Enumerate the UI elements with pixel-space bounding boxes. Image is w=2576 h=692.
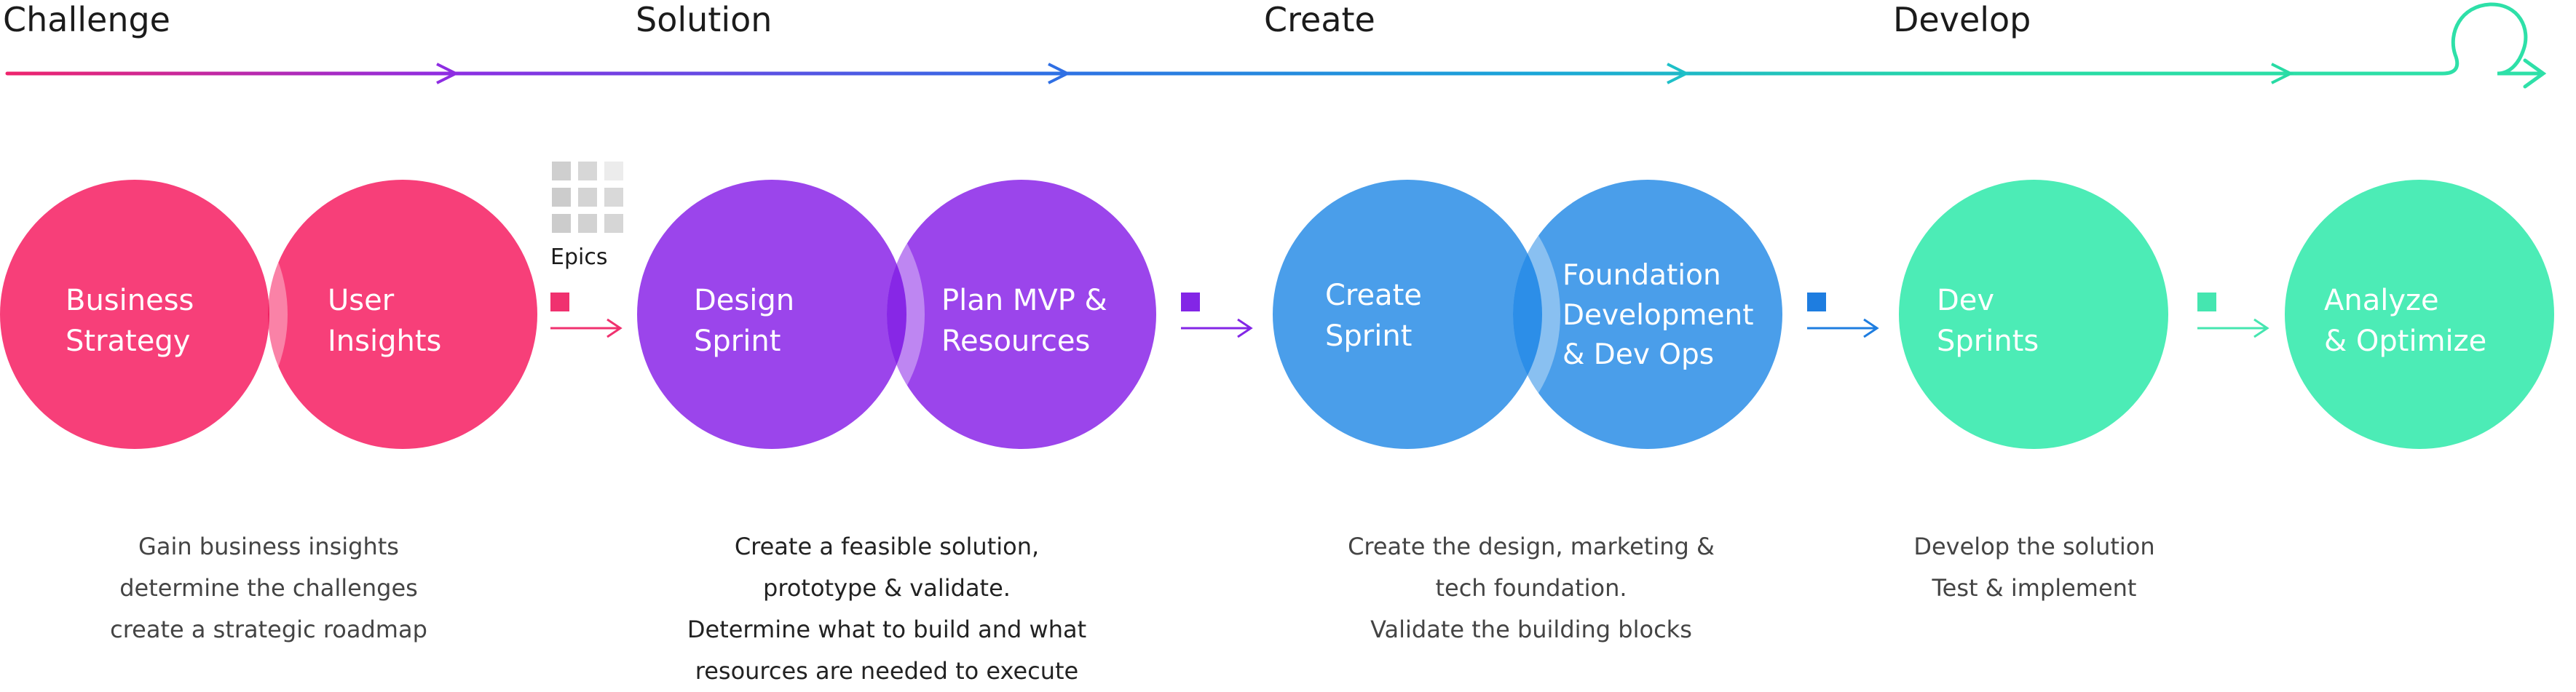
circle-design-sprint: [637, 180, 906, 449]
description-line: create a strategic roadmap: [110, 616, 427, 643]
connector-4: [2197, 293, 2269, 338]
arrow-right-icon: [1863, 318, 1879, 338]
description-line: Gain business insights: [138, 533, 399, 560]
arrow-right-icon: [2253, 318, 2269, 338]
phase-title-challenge: Challenge: [3, 0, 170, 39]
description-solution: Create a feasible solution, prototype & …: [668, 526, 1105, 692]
description-line: resources are needed to execute: [695, 657, 1079, 685]
circle-label-create-sprint: Create Sprint: [1325, 279, 1422, 353]
epics-label: Epics: [550, 244, 608, 270]
phase-title-create: Create: [1264, 0, 1375, 39]
stage-1-circles: [0, 180, 537, 449]
description-develop: Develop the solution Test & implement: [1874, 526, 2194, 609]
connector-3: [1807, 293, 1879, 338]
description-line: prototype & validate.: [763, 574, 1011, 602]
circle-label-analyze-optimize: Analyze & Optimize: [2324, 284, 2487, 358]
loop-arrow-icon: [2441, 2, 2547, 89]
circle-label-plan-mvp: Plan MVP & Resources: [941, 284, 1107, 358]
phase-title-solution: Solution: [636, 0, 773, 39]
circle-business-strategy: [0, 180, 269, 449]
description-create: Create the design, marketing & tech foun…: [1313, 526, 1750, 651]
circle-foundation-development: [1513, 180, 1782, 449]
square-marker-icon: [550, 293, 569, 311]
arrow-right-icon: [1237, 318, 1253, 338]
circle-plan-mvp: [887, 180, 1156, 449]
circle-user-insights: [268, 180, 537, 449]
phase-title-develop: Develop: [1893, 0, 2031, 39]
stage-3-circles: [1273, 180, 1782, 449]
stage-2-circles: [637, 180, 1156, 449]
chevron-right-icon: [2271, 63, 2294, 84]
circle-analyze-optimize: [2285, 180, 2554, 449]
description-line: Create a feasible solution,: [734, 533, 1040, 560]
circle-label-design-sprint: Design Sprint: [694, 284, 795, 358]
description-line: Determine what to build and what: [687, 616, 1087, 643]
timeline-arrow: [5, 2, 2547, 89]
connector-1: [550, 293, 623, 338]
square-marker-icon: [2197, 293, 2216, 311]
arrow-right-icon: [607, 318, 623, 338]
chevron-right-icon: [436, 63, 459, 84]
grid-icon: [552, 162, 623, 233]
description-line: tech foundation.: [1435, 574, 1627, 602]
square-marker-icon: [1181, 293, 1200, 311]
circle-create-sprint: [1273, 180, 1542, 449]
description-challenge: Gain business insights determine the cha…: [87, 526, 451, 651]
description-line: Create the design, marketing &: [1348, 533, 1715, 560]
circle-label-foundation-development: Foundation Development & Dev Ops: [1562, 259, 1754, 372]
square-marker-icon: [1807, 293, 1826, 311]
circle-dev-sprints: [1899, 180, 2168, 449]
circle-label-user-insights: User Insights: [328, 284, 442, 358]
chevron-right-icon: [1048, 63, 1071, 84]
connector-2: [1181, 293, 1253, 338]
circle-label-business-strategy: Business Strategy: [66, 284, 194, 358]
chevron-right-icon: [1667, 63, 1690, 84]
description-line: Validate the building blocks: [1370, 616, 1692, 643]
description-line: Develop the solution: [1913, 533, 2155, 560]
description-line: determine the challenges: [119, 574, 418, 602]
description-line: Test & implement: [1932, 574, 2137, 602]
circle-label-dev-sprints: Dev Sprints: [1937, 284, 2039, 358]
